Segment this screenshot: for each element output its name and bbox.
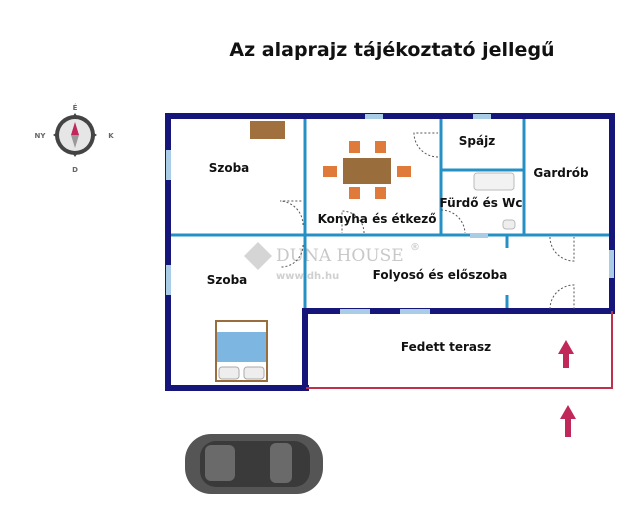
entrance-arrow-icon <box>558 340 574 368</box>
compass-east: K <box>108 132 114 140</box>
room-label-szoba-2: Szoba <box>207 273 248 287</box>
room-label-pantry: Spájz <box>459 134 495 148</box>
watermark-mark: ® <box>410 242 420 253</box>
compass-south: D <box>72 166 78 174</box>
dining-table <box>323 141 411 199</box>
watermark-url: www.dh.hu <box>276 271 339 282</box>
bed <box>215 320 268 382</box>
bathtub <box>473 172 515 191</box>
room-label-szoba-1: Szoba <box>209 161 250 175</box>
compass-north: É <box>73 103 78 112</box>
toilet <box>502 219 516 230</box>
windows <box>166 114 614 314</box>
room-label-terrace: Fedett terasz <box>401 340 491 354</box>
plan-title: Az alaprajz tájékoztató jellegű <box>229 39 554 61</box>
entrance-arrow-icon <box>560 405 576 437</box>
interior-walls <box>168 116 612 311</box>
outer-walls <box>165 113 615 391</box>
car-icon <box>185 434 323 494</box>
room-label-hallway: Folyosó és előszoba <box>373 268 508 282</box>
watermark-brand: DUNA HOUSE <box>276 246 404 266</box>
room-label-kitchen: Konyha és étkező <box>318 212 437 226</box>
terrace-railing <box>306 311 613 389</box>
room-label-bathroom: Fürdő és Wc <box>440 196 523 210</box>
doors <box>279 132 575 310</box>
room-label-wardrobe: Gardrób <box>533 166 589 180</box>
desk <box>250 121 285 139</box>
watermark: DUNA HOUSE ® www.dh.hu <box>244 242 420 282</box>
compass-west: NY <box>35 132 47 140</box>
compass-icon: É D NY K <box>35 103 115 174</box>
